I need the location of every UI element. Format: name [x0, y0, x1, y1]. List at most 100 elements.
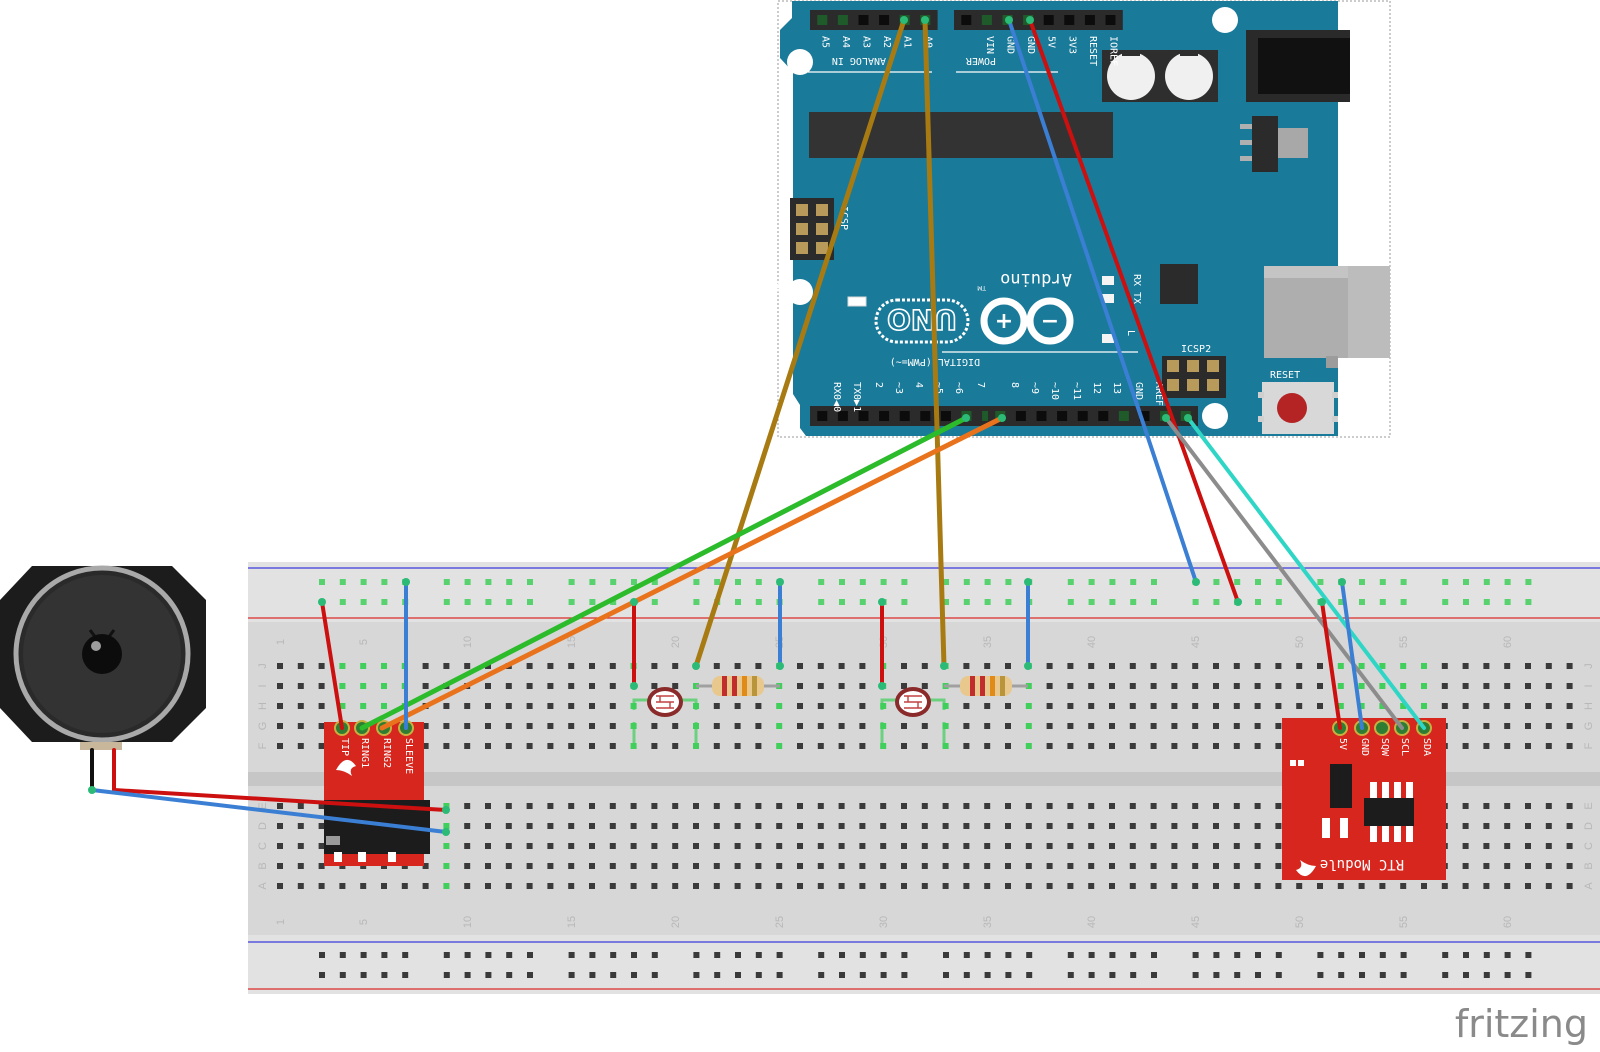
- breadboard-hole: [1171, 663, 1178, 669]
- rail-hole: [776, 972, 783, 978]
- breadboard-hole: [901, 863, 907, 869]
- breadboard-hole: [651, 803, 658, 809]
- reset-button[interactable]: [1258, 382, 1338, 434]
- breadboard-hole: [672, 823, 679, 829]
- breadboard-hole: [1192, 683, 1199, 689]
- rail-hole: [1463, 599, 1469, 605]
- breadboard-hole: [1275, 823, 1282, 829]
- rail-hole: [839, 599, 845, 605]
- header-pin[interactable]: [1084, 15, 1095, 25]
- header-pin[interactable]: [837, 411, 848, 421]
- header-pin[interactable]: [1064, 15, 1075, 25]
- wire-sda[interactable]: [1186, 416, 1426, 730]
- breadboard-hole: [1566, 743, 1573, 749]
- header-pin[interactable]: [1015, 411, 1026, 421]
- header-pin[interactable]: [1043, 15, 1054, 25]
- wire-rtc-gnd[interactable]: [1340, 580, 1364, 730]
- header-pin[interactable]: [899, 411, 910, 421]
- wire-5v-to-rail[interactable]: [1028, 18, 1240, 604]
- wire-d7-to-jack[interactable]: [359, 415, 969, 731]
- header-pin[interactable]: [858, 15, 869, 25]
- speaker-wire-red[interactable]: [112, 788, 448, 812]
- breadboard-hole: [1275, 863, 1282, 869]
- rail-hole: [1463, 579, 1469, 585]
- rail-hole: [527, 972, 533, 978]
- wire-a1-to-ldr1[interactable]: [693, 17, 907, 669]
- header-pin[interactable]: [817, 15, 828, 25]
- breadboard-hole: [1150, 743, 1157, 749]
- breadboard-hole: [485, 843, 491, 849]
- rail-hole: [589, 599, 596, 605]
- rail-hole: [735, 599, 741, 605]
- header-pin[interactable]: [879, 411, 890, 421]
- l-led: [1102, 334, 1114, 343]
- header-pin[interactable]: [1077, 411, 1088, 421]
- header-pin[interactable]: [879, 15, 890, 25]
- header-pin[interactable]: [1139, 411, 1150, 421]
- breadboard-hole: [838, 883, 845, 889]
- header-pin[interactable]: [1036, 411, 1047, 421]
- breadboard-hole: [817, 743, 824, 749]
- rtc-pin[interactable]: [1374, 720, 1390, 736]
- rail-hole: [1379, 952, 1386, 958]
- breadboard-hole: [651, 683, 658, 689]
- breadboard-hole: [464, 823, 471, 829]
- breadboard-hole: [1379, 703, 1386, 709]
- header-pin[interactable]: [981, 15, 992, 25]
- rail-hole: [1255, 972, 1261, 978]
- breadboard-hole: [901, 663, 907, 669]
- wire-a0-to-ldr2[interactable]: [922, 17, 947, 669]
- jack-pin-label: SLEEVE: [403, 738, 414, 774]
- breadboard-hole: [277, 683, 283, 689]
- header-pin[interactable]: [982, 411, 993, 421]
- rtc-pin-label: SCL: [1399, 738, 1410, 756]
- digital-pin-label: ~3: [893, 382, 904, 394]
- speaker-wire-blue[interactable]: [90, 788, 448, 834]
- breadboard-hole: [609, 823, 616, 829]
- rail-hole: [1317, 972, 1324, 978]
- breadboard-hole: [1462, 823, 1469, 829]
- wire-gnd-to-rail[interactable]: [1007, 18, 1198, 584]
- rail-hole: [1005, 599, 1012, 605]
- rail-hole: [943, 952, 949, 958]
- breadboard-hole: [1462, 843, 1469, 849]
- breadboard-hole: [797, 683, 803, 689]
- breadboard-hole: [734, 803, 741, 809]
- header-pin[interactable]: [817, 411, 828, 421]
- row-letter: B: [1583, 862, 1595, 869]
- rail-hole: [527, 952, 533, 958]
- breadboard-hole: [755, 843, 762, 849]
- breadboard-hole: [713, 703, 720, 709]
- header-pin[interactable]: [858, 411, 869, 421]
- breadboard-hole: [1109, 683, 1115, 689]
- wire-d8-to-jack[interactable]: [379, 415, 1005, 731]
- voltage-regulator: [1240, 116, 1308, 172]
- rail-hole: [1213, 952, 1220, 958]
- wire-rtc-5v[interactable]: [1320, 600, 1342, 730]
- header-pin[interactable]: [1057, 411, 1068, 421]
- rail-hole: [1525, 952, 1532, 958]
- breadboard-hole: [1046, 803, 1053, 809]
- wire-jack-tip-5v[interactable]: [320, 600, 344, 730]
- header-pin[interactable]: [837, 15, 848, 25]
- breadboard-hole: [963, 843, 970, 849]
- breadboard-hole: [526, 823, 533, 829]
- header-pin[interactable]: [961, 15, 972, 25]
- header-pin[interactable]: [940, 411, 951, 421]
- rail-hole: [1400, 972, 1407, 978]
- breadboard-hole: [984, 883, 991, 889]
- breadboard-hole: [838, 863, 845, 869]
- column-number: 35: [982, 916, 994, 928]
- header-pin[interactable]: [920, 411, 931, 421]
- breadboard-hole: [1275, 723, 1282, 729]
- header-pin[interactable]: [1098, 411, 1109, 421]
- header-pin[interactable]: [1118, 411, 1129, 421]
- wire-scl[interactable]: [1164, 416, 1404, 730]
- breadboard-hole: [1150, 663, 1157, 669]
- breadboard-hole: [1067, 843, 1074, 849]
- header-pin[interactable]: [1105, 15, 1116, 25]
- rail-hole: [631, 952, 637, 958]
- breadboard-hole: [1254, 743, 1261, 749]
- breadboard-hole: [859, 663, 866, 669]
- breadboard-hole: [568, 803, 575, 809]
